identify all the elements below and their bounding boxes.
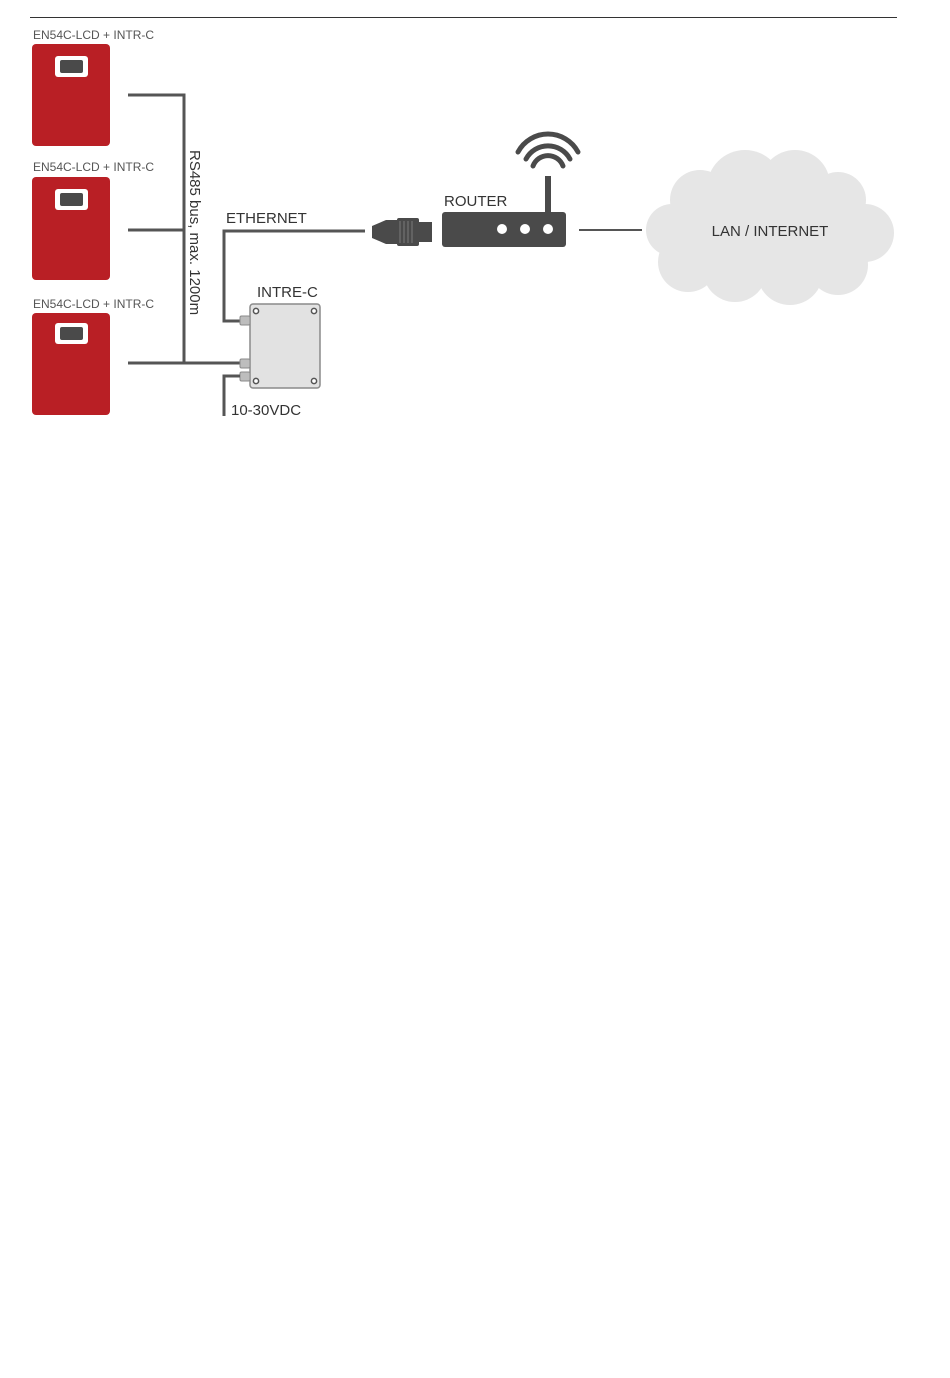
panel-2-label: EN54C-LCD + INTR-C — [33, 160, 154, 174]
rs485-bus: RS485 bus, max. 1200m — [128, 95, 244, 363]
ethernet-label: ETHERNET — [226, 210, 307, 227]
panel-3-label: EN54C-LCD + INTR-C — [33, 297, 154, 311]
router-icon — [442, 176, 566, 247]
panel-1: EN54C-LCD + INTR-C — [32, 28, 154, 146]
panel-3: EN54C-LCD + INTR-C — [32, 297, 154, 415]
router-label: ROUTER — [444, 193, 508, 210]
power-label: 10-30VDC — [231, 402, 301, 419]
cloud-label: LAN / INTERNET — [712, 223, 829, 240]
panel-3-screen — [60, 327, 83, 340]
panel-2: EN54C-LCD + INTR-C — [32, 160, 154, 280]
rj45-connector-icon — [372, 218, 432, 246]
panel-2-screen — [60, 193, 83, 206]
panel-1-screen — [60, 60, 83, 73]
router: ROUTER — [442, 134, 642, 247]
module-connectors — [240, 316, 250, 381]
panel-1-label: EN54C-LCD + INTR-C — [33, 28, 154, 42]
module-label: INTRE-C — [257, 284, 318, 301]
bus-label: RS485 bus, max. 1200m — [186, 150, 203, 315]
wifi-signal-icon — [518, 134, 578, 166]
intre-c-module: INTRE-C — [240, 284, 320, 388]
module-body — [250, 304, 320, 388]
